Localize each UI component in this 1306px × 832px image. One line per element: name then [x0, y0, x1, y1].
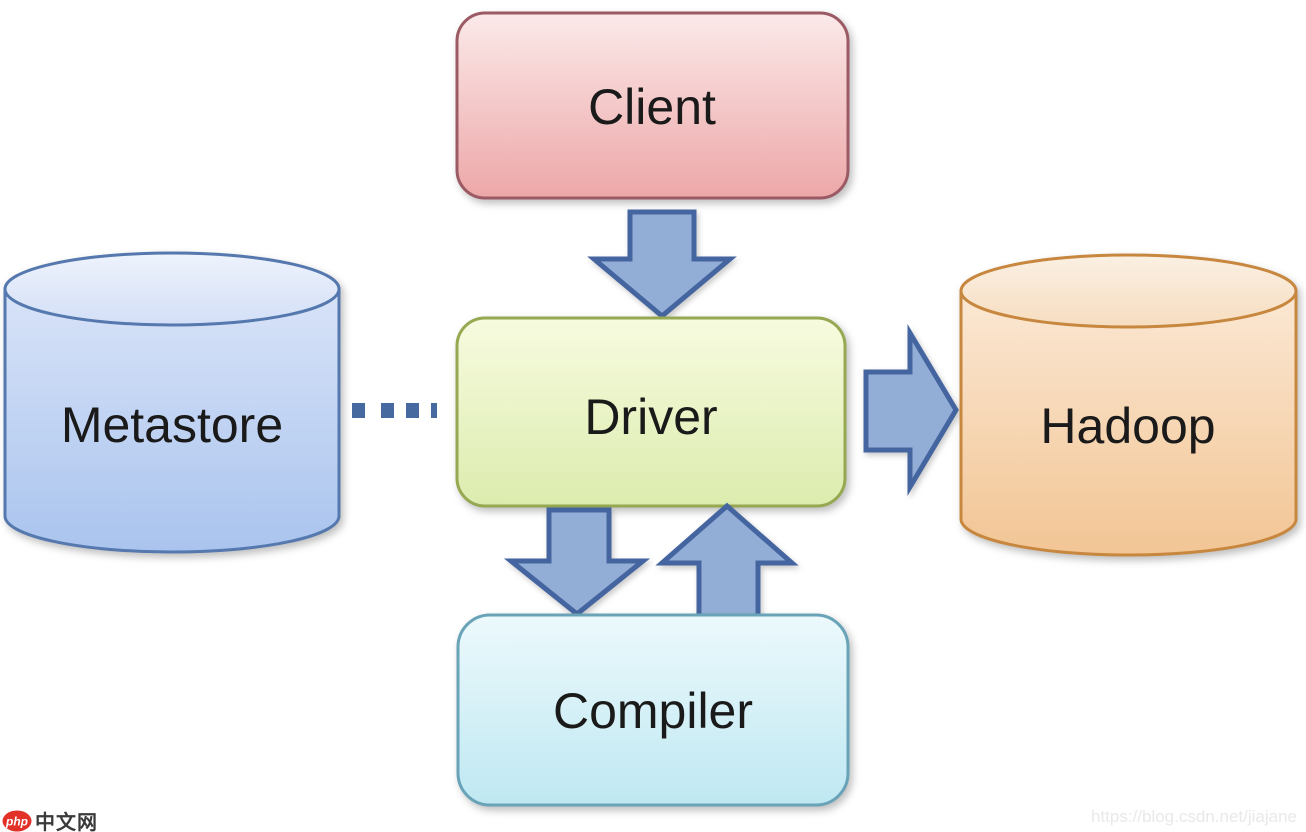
compiler-box [456, 613, 850, 807]
node-hadoop: Hadoop [959, 253, 1298, 557]
arrow-compiler-to-driver-icon [655, 502, 799, 621]
dotted-link-dash [431, 403, 437, 418]
metastore-cylinder-top [3, 251, 341, 327]
metastore-cylinder-body [3, 287, 341, 554]
hadoop-label: Hadoop [1040, 398, 1215, 454]
arrow-driver-to-compiler-icon [503, 507, 651, 618]
blog-url-watermark: https://blog.csdn.net/jiajane [1091, 807, 1297, 826]
hadoop-cylinder-body [959, 289, 1298, 557]
php-logo-text: php [5, 815, 28, 829]
driver-box [455, 316, 847, 508]
client-box [455, 11, 850, 200]
node-compiler: Compiler [456, 613, 850, 807]
hadoop-cylinder-top [959, 253, 1298, 329]
compiler-label: Compiler [553, 683, 753, 739]
arrow-client-to-driver-icon [587, 209, 737, 320]
cn-watermark-text: 中文网 [35, 810, 98, 832]
metastore-label: Metastore [61, 397, 283, 453]
client-label: Client [588, 79, 716, 135]
php-cn-watermark: php 中文网 [2, 810, 98, 832]
driver-label: Driver [584, 389, 717, 445]
dotted-link-dash [381, 403, 394, 418]
php-logo-icon [2, 810, 32, 832]
node-client: Client [455, 11, 850, 200]
dotted-link-dash [352, 403, 365, 418]
arrow-driver-to-hadoop-icon [863, 323, 959, 497]
node-metastore: Metastore [3, 251, 341, 554]
dotted-link-dash [406, 403, 419, 418]
metastore-driver-dotted-link [352, 403, 437, 418]
node-driver: Driver [455, 316, 847, 508]
